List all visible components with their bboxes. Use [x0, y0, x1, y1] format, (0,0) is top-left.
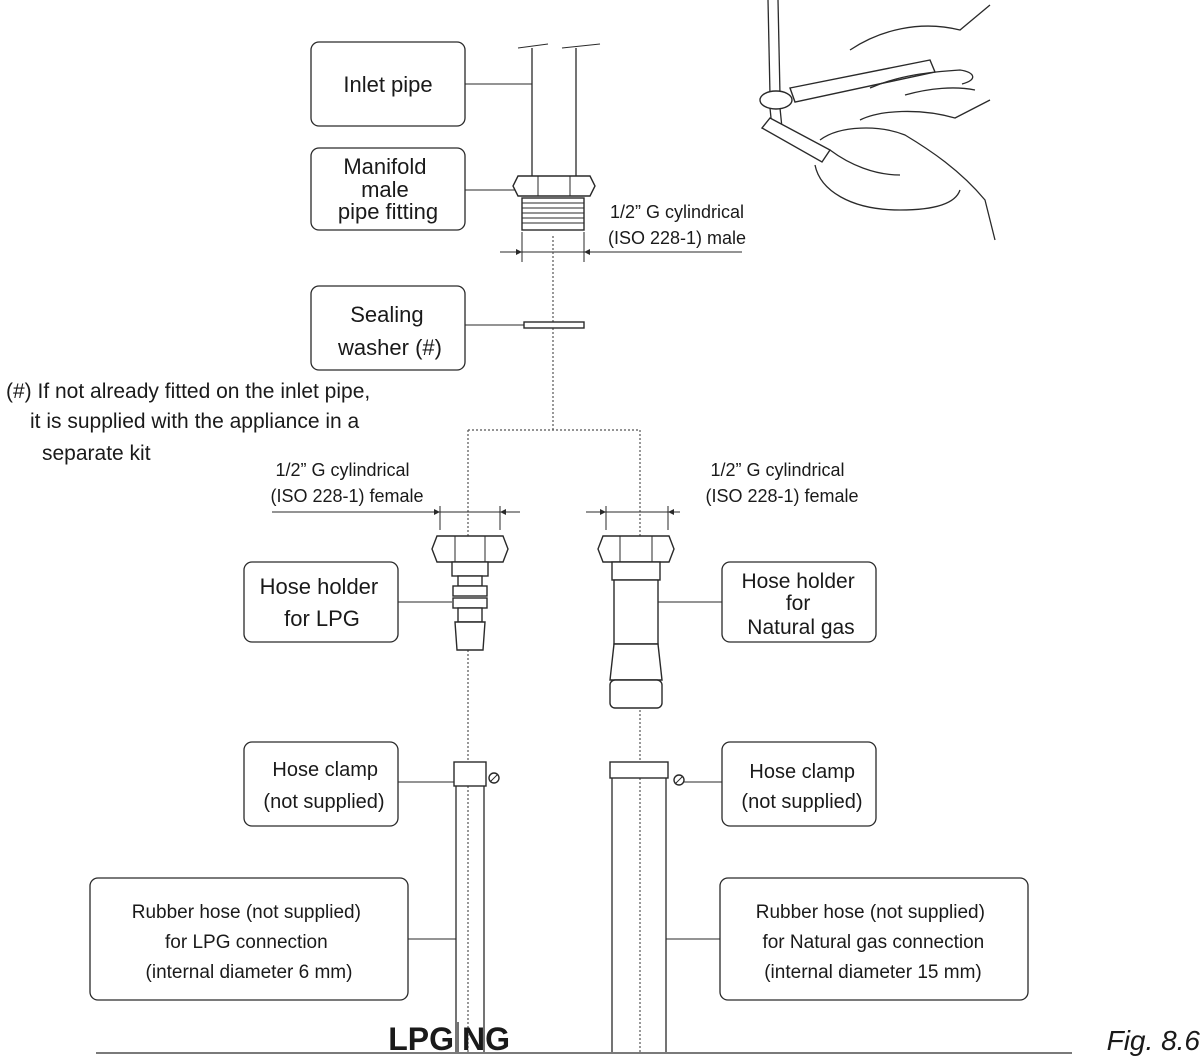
inlet-pipe-drawing — [500, 43, 742, 430]
svg-text:Hose holder for Na: Hose holder for Natural gas — [741, 570, 860, 639]
split-frame — [467, 429, 641, 1052]
figure-caption: Fig. 8.6 — [1107, 1025, 1201, 1056]
svg-text:Rubber hose (not supplied): Rubber hose (not supplied) for LPG conne… — [132, 902, 366, 983]
callout-hose-clamp-lpg: Hose clamp (not supplied) — [243, 741, 454, 827]
callout-hose-holder-lpg: Hose holder for LPG — [243, 561, 452, 643]
callout-manifold: Manifold male pipe fitting — [310, 147, 515, 231]
manifold-label-2: male — [361, 177, 409, 202]
ng-hose-holder — [586, 506, 680, 709]
footnote: (#) If not already fitted on the inlet p… — [6, 380, 376, 465]
female-thread-ng-label: 1/2” G cylindrical (ISO 228-1) female — [705, 460, 858, 506]
lpg-hose-holder — [272, 506, 520, 651]
wrench-hands-illustration — [759, 0, 996, 241]
sealing-label-1: Sealing — [350, 302, 423, 327]
male-thread-label: 1/2” G cylindrical (ISO 228-1) male — [608, 202, 749, 248]
callout-hose-clamp-ng: Hose clamp (not supplied) — [684, 741, 877, 827]
female-thread-lpg-label: 1/2” G cylindrical (ISO 228-1) female — [270, 460, 423, 506]
svg-text:Sealing washer (#): Sealing washer (#) — [337, 302, 442, 360]
manifold-label-3: pipe fitting — [338, 199, 438, 224]
svg-text:Rubber hose (not supplied): Rubber hose (not supplied) for Natural g… — [756, 902, 990, 983]
sealing-label-2: washer (#) — [337, 335, 442, 360]
callout-hose-holder-ng: Hose holder for Natural gas — [658, 561, 877, 643]
lpg-label: LPG — [388, 1021, 454, 1057]
callout-rubber-hose-ng: Rubber hose (not supplied) for Natural g… — [666, 877, 1029, 1001]
manifold-label-1: Manifold — [343, 154, 426, 179]
ng-label: NG — [462, 1021, 510, 1057]
inlet-pipe-label: Inlet pipe — [343, 72, 432, 97]
svg-text:Manifold male pipe: Manifold male pipe fitting — [338, 154, 438, 224]
svg-text:Hose clamp (not supplied: Hose clamp (not supplied) — [263, 759, 384, 813]
callout-rubber-hose-lpg: Rubber hose (not supplied) for LPG conne… — [89, 877, 456, 1001]
svg-text:Hose holder for LPG: Hose holder for LPG — [260, 574, 385, 631]
callout-sealing-washer: Sealing washer (#) — [310, 285, 524, 371]
callout-inlet-pipe: Inlet pipe — [310, 41, 532, 127]
ng-rubber-hose — [609, 761, 685, 1052]
lpg-rubber-hose — [453, 761, 500, 1052]
svg-text:Hose clamp (not supplied: Hose clamp (not supplied) — [741, 761, 862, 813]
